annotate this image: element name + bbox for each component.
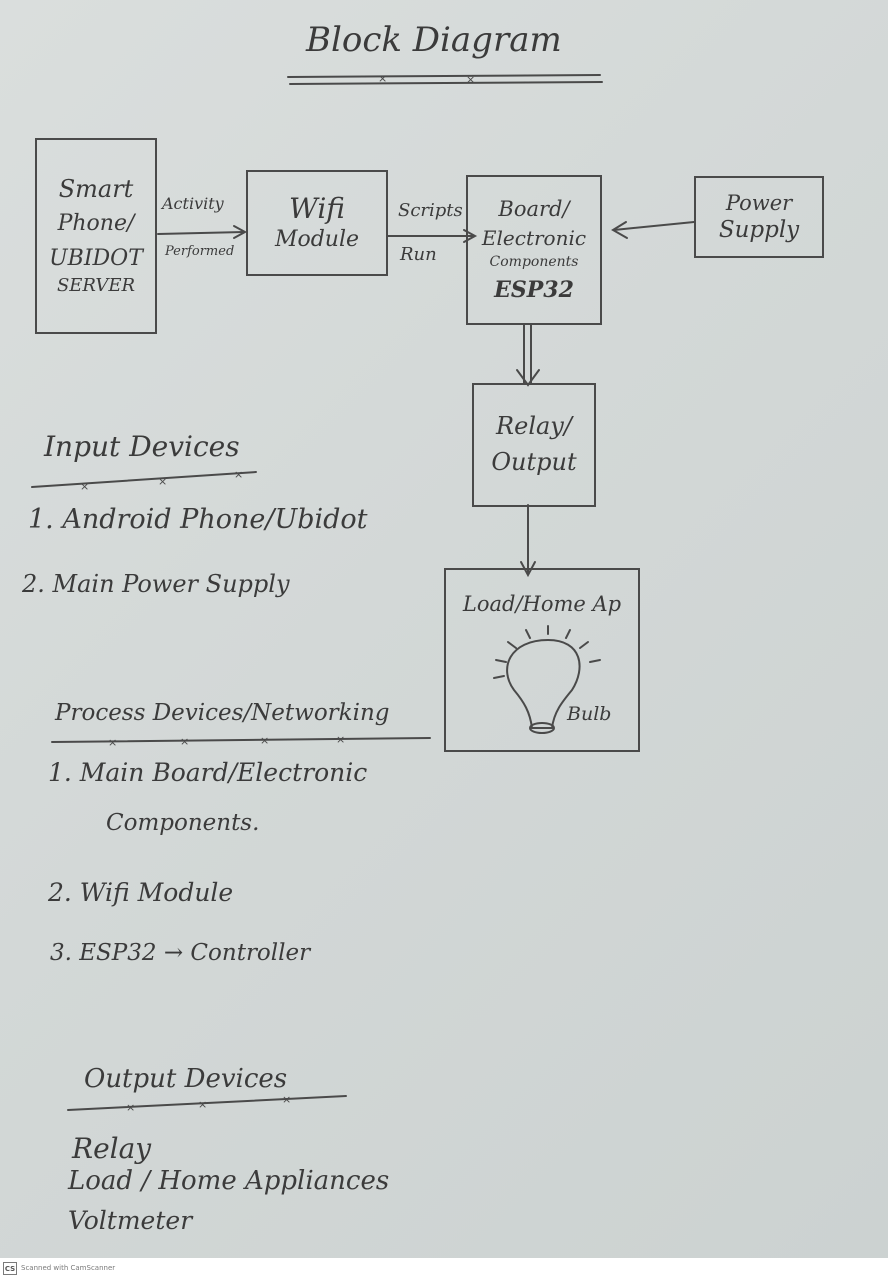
output-heading: Output Devices bbox=[84, 1064, 288, 1094]
relay-line2: Output bbox=[491, 448, 577, 476]
board-line3: Components bbox=[489, 253, 579, 270]
smartphone-line4: SERVER bbox=[56, 274, 136, 296]
input-underline bbox=[31, 471, 257, 488]
output-item-1: Relay bbox=[72, 1132, 152, 1165]
arrow-activity-label-bottom: Performed bbox=[165, 244, 235, 259]
process-underline bbox=[51, 737, 431, 743]
arrow-scripts-label-bottom: Run bbox=[400, 244, 437, 265]
power-line2: Supply bbox=[718, 216, 800, 243]
output-item-2: Load / Home Appliances bbox=[68, 1166, 390, 1196]
process-item-3: 3. ESP32 → Controller bbox=[50, 940, 311, 966]
arrow-activity-head bbox=[233, 225, 248, 239]
board-line2: Electronic bbox=[481, 225, 587, 250]
title-underline-2 bbox=[289, 81, 603, 85]
bulb-label: Bulb bbox=[567, 703, 612, 725]
smartphone-line2: Phone/ bbox=[57, 211, 135, 237]
process-item-2: 2. Wifi Module bbox=[48, 878, 234, 907]
svg-text:×: × bbox=[282, 1093, 291, 1106]
svg-text:×: × bbox=[234, 468, 243, 481]
process-item-1-line1: 1. Main Board/Electronic bbox=[48, 758, 368, 787]
title-underline-1 bbox=[287, 74, 601, 78]
relay-output-block: Relay/ Output bbox=[472, 383, 596, 507]
scanner-footer: CS Scanned with CamScanner bbox=[0, 1258, 888, 1280]
svg-text:×: × bbox=[198, 1098, 207, 1111]
svg-text:×: × bbox=[466, 73, 475, 86]
input-heading: Input Devices bbox=[44, 430, 240, 463]
arrow-board-relay-head bbox=[516, 369, 540, 387]
wifi-module-block: Wifi Module bbox=[246, 170, 388, 276]
arrow-activity-line bbox=[157, 231, 245, 235]
bulb-base bbox=[529, 722, 555, 734]
svg-text:×: × bbox=[80, 480, 89, 493]
smartphone-line1: Smart bbox=[58, 174, 134, 203]
svg-text:×: × bbox=[260, 734, 269, 747]
load-home-appliance-block: Load/Home Ap bbox=[444, 568, 640, 752]
arrow-scripts-label-top: Scripts bbox=[398, 200, 463, 221]
smartphone-server-block: Smart Phone/ UBIDOT SERVER bbox=[35, 138, 157, 334]
arrow-relay-load-head bbox=[520, 561, 536, 578]
board-line4: ESP32 bbox=[494, 276, 574, 303]
camscanner-text: Scanned with CamScanner bbox=[21, 1264, 116, 1272]
wifi-line1: Wifi bbox=[289, 192, 345, 226]
arrow-power-head bbox=[611, 221, 628, 239]
load-title: Load/Home Ap bbox=[462, 592, 622, 616]
svg-text:×: × bbox=[336, 733, 345, 746]
bulb-icon bbox=[506, 638, 581, 729]
camscanner-logo: CS bbox=[3, 1262, 17, 1275]
svg-text:×: × bbox=[126, 1101, 135, 1114]
wifi-line2: Module bbox=[274, 227, 360, 253]
input-item-2: 2. Main Power Supply bbox=[22, 570, 290, 598]
relay-line1: Relay/ bbox=[496, 412, 572, 441]
board-line1: Board/ bbox=[498, 196, 570, 221]
output-underline bbox=[67, 1095, 347, 1111]
output-item-3: Voltmeter bbox=[68, 1206, 193, 1235]
process-heading: Process Devices/Networking bbox=[55, 700, 390, 726]
arrow-power-line bbox=[613, 221, 695, 231]
svg-text:×: × bbox=[378, 72, 387, 85]
process-item-1-line2: Components. bbox=[106, 810, 260, 836]
power-supply-block: Power Supply bbox=[694, 176, 824, 258]
svg-text:×: × bbox=[180, 735, 189, 748]
svg-text:×: × bbox=[108, 736, 117, 749]
input-item-1: 1. Android Phone/Ubidot bbox=[28, 504, 368, 535]
power-line1: Power bbox=[725, 190, 793, 215]
board-esp32-block: Board/ Electronic Components ESP32 bbox=[466, 175, 602, 325]
arrow-activity-label-top: Activity bbox=[162, 194, 224, 213]
page-title: Block Diagram bbox=[306, 20, 562, 60]
svg-text:×: × bbox=[158, 475, 167, 488]
smartphone-line3: UBIDOT bbox=[49, 246, 143, 272]
